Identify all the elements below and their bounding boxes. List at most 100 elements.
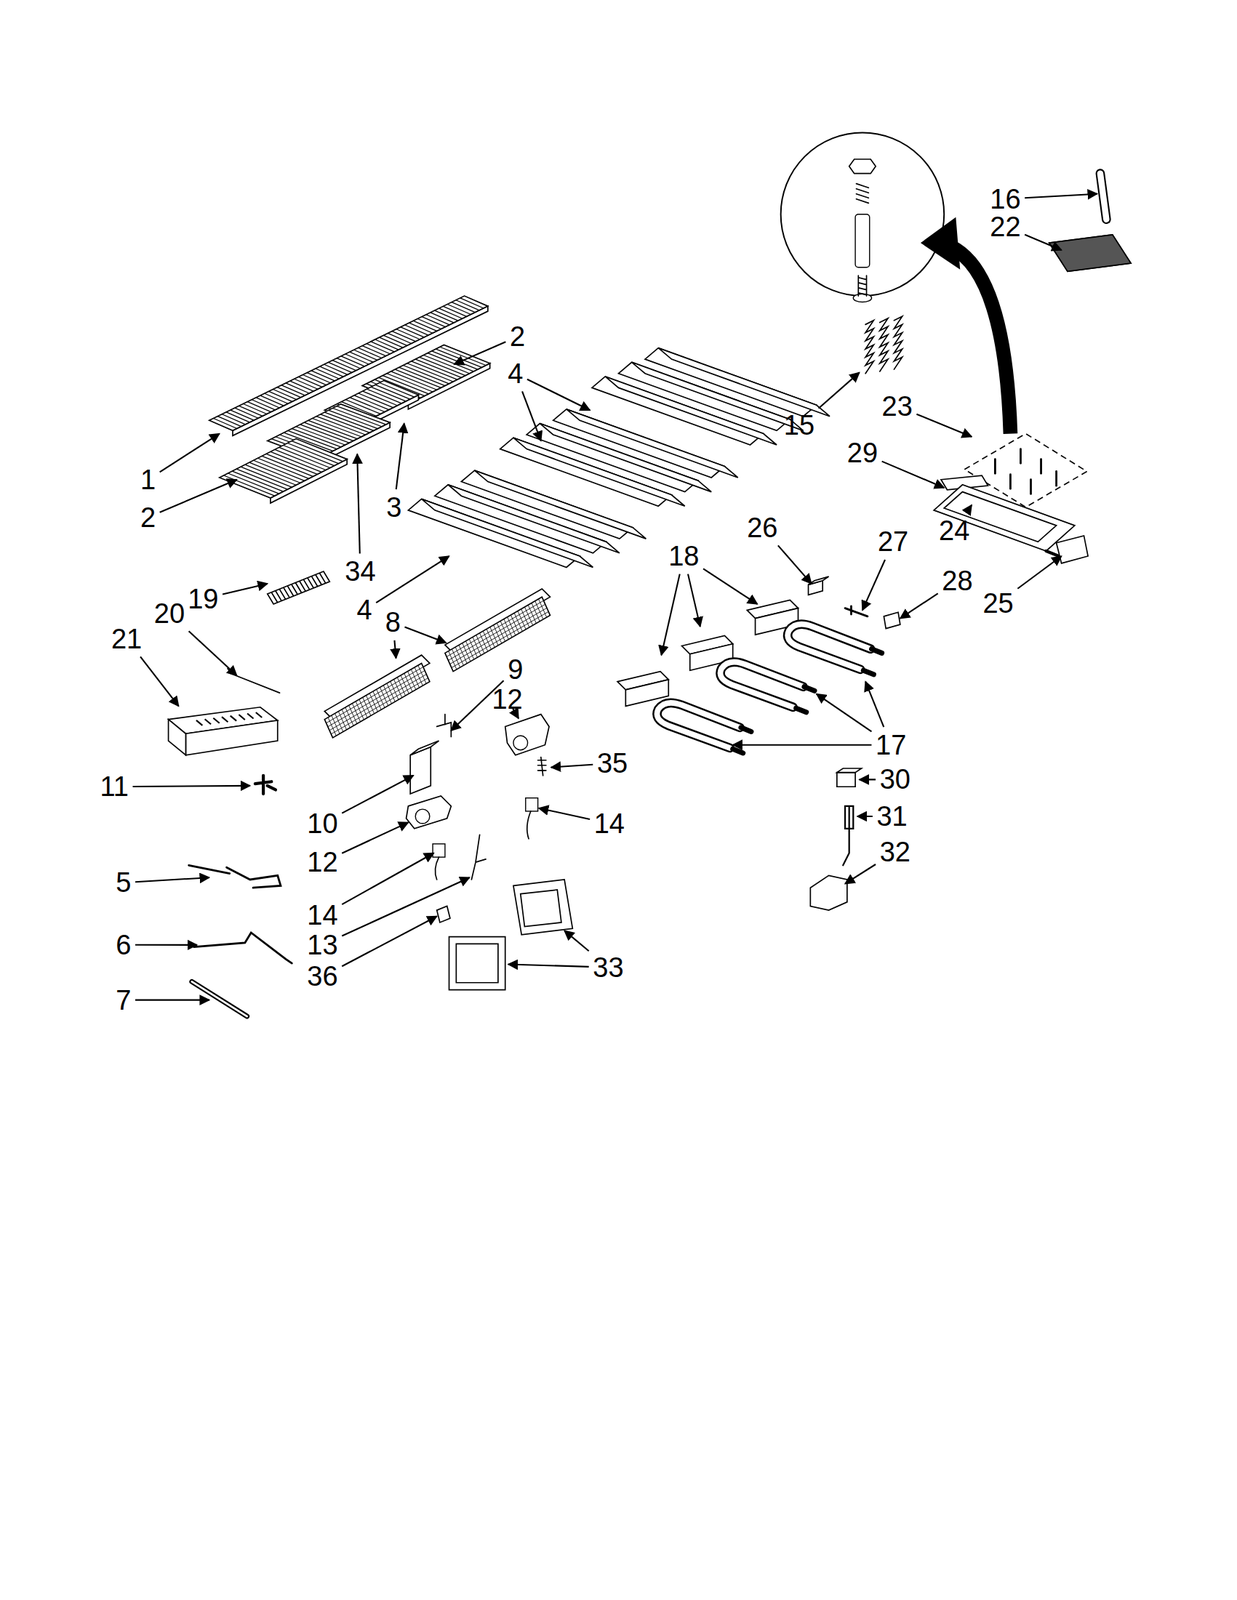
- hex-nut: [849, 159, 876, 174]
- spring: [879, 318, 888, 372]
- callout-number: 9: [507, 655, 523, 684]
- leader-line: [703, 568, 758, 605]
- callout-number: 11: [99, 773, 128, 801]
- control-frame: [513, 879, 573, 936]
- leader-line: [551, 765, 593, 768]
- control-frame: [449, 937, 506, 991]
- burner-tube: [863, 649, 882, 675]
- grill-grate: [219, 439, 347, 499]
- callout-number: 8: [385, 608, 401, 637]
- leader-line: [341, 917, 437, 968]
- gas-hose: [191, 981, 248, 1017]
- leader-line: [222, 583, 268, 595]
- leader-line: [133, 786, 251, 787]
- leader-line: [135, 877, 210, 883]
- leader-line: [508, 964, 590, 967]
- bracket: [437, 714, 452, 738]
- igniter-module: [513, 735, 528, 751]
- leader-line: [916, 414, 972, 438]
- wire: [434, 857, 439, 880]
- leaders: [133, 194, 1098, 1001]
- leader-line: [159, 479, 238, 513]
- pin: [1029, 479, 1032, 495]
- leader-line: [900, 593, 939, 619]
- burner-tube: [733, 727, 752, 754]
- callout-number: 31: [876, 802, 907, 831]
- control-frame: [520, 890, 562, 928]
- leader-line: [538, 808, 590, 820]
- heat-shield: [445, 597, 551, 672]
- detail-arrow: [951, 247, 1011, 435]
- clip: [837, 773, 856, 788]
- leader-line: [357, 454, 360, 555]
- wire: [527, 811, 531, 840]
- callout-number: 36: [306, 962, 338, 991]
- rod: [227, 668, 280, 694]
- leader-line: [564, 930, 590, 952]
- callout-number: 6: [115, 931, 131, 960]
- mesh-screen: [1049, 234, 1131, 272]
- pin: [1055, 471, 1058, 487]
- callout-number: 16: [989, 185, 1021, 214]
- burner-tube: [719, 662, 803, 708]
- callout-number: 25: [982, 589, 1014, 618]
- burner-tube: [796, 687, 815, 713]
- leader-line: [661, 574, 680, 656]
- spacer-tube: [855, 214, 870, 268]
- callout-number: 14: [594, 810, 625, 838]
- leader-line: [159, 434, 220, 473]
- switch-box: [410, 741, 439, 756]
- rod: [1100, 173, 1107, 220]
- pin: [994, 459, 997, 475]
- griddle-tray: [933, 485, 1075, 552]
- clip: [837, 768, 862, 774]
- leader-line: [862, 559, 886, 611]
- plate: [1056, 535, 1089, 564]
- callout-number: 22: [989, 213, 1021, 241]
- leader-line: [394, 640, 396, 659]
- callout-number: 13: [306, 931, 338, 960]
- callout-number: 27: [877, 527, 909, 556]
- burner-tube: [719, 662, 803, 708]
- heat-shield: [324, 663, 430, 738]
- heat-shield: [327, 665, 427, 736]
- leader-line: [341, 775, 414, 814]
- leader-line: [733, 744, 872, 747]
- gas-hose: [191, 981, 248, 1017]
- mesh-screen: [1049, 234, 1131, 272]
- callout-number: 20: [154, 599, 185, 628]
- burner-tube: [656, 703, 740, 749]
- leader-line: [341, 853, 434, 905]
- callout-number: 35: [597, 749, 628, 778]
- leader-line: [341, 877, 470, 936]
- parts: [168, 132, 1131, 1017]
- leader-line: [687, 574, 701, 627]
- bracket: [883, 612, 900, 629]
- leader-line: [522, 391, 542, 441]
- screw: [858, 275, 867, 296]
- thermocouple: [194, 933, 293, 964]
- drip-tray: [196, 712, 262, 726]
- callout-number: 12: [306, 848, 338, 877]
- callout-number: 24: [938, 517, 970, 545]
- callout-number: 15: [783, 411, 815, 440]
- leader-line: [135, 944, 198, 947]
- callout-number: 17: [875, 731, 907, 760]
- wire-harness: [471, 834, 486, 880]
- igniter-module: [406, 796, 452, 830]
- callout-number: 12: [491, 685, 523, 714]
- screw: [538, 757, 547, 776]
- burner-tube: [787, 624, 871, 670]
- valve: [255, 775, 276, 795]
- callout-number: 33: [592, 954, 624, 982]
- leader-line: [1017, 556, 1062, 590]
- leader-line: [527, 379, 590, 411]
- pin: [1039, 459, 1043, 475]
- callout-number: 26: [746, 514, 778, 542]
- detail-circle: [781, 132, 945, 296]
- heat-shield: [326, 666, 429, 734]
- fuse-holder: [437, 906, 451, 923]
- callout-number: 7: [115, 986, 131, 1015]
- detail-arrow: [921, 218, 960, 269]
